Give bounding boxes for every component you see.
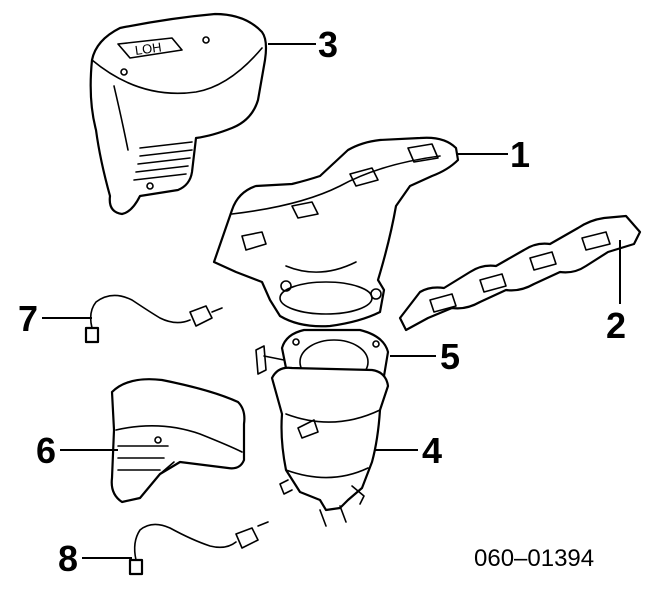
callout-6: 6	[36, 430, 56, 471]
heat-shield-lower	[110, 378, 246, 504]
leader-lines	[42, 43, 621, 559]
heat-shield-upper: LOH	[89, 12, 268, 216]
callout-4: 4	[422, 430, 442, 471]
callout-5: 5	[440, 336, 460, 377]
shield-stamp: LOH	[134, 39, 163, 58]
oxygen-sensor-upper	[84, 294, 223, 344]
oxygen-sensor-lower	[128, 521, 269, 576]
part-code: 060–01394	[474, 545, 594, 572]
callout-2: 2	[606, 305, 626, 346]
callout-1: 1	[510, 134, 530, 175]
callout-8: 8	[58, 538, 78, 579]
callout-7: 7	[18, 298, 38, 339]
exhaust-manifold	[212, 136, 460, 328]
catalytic-converter	[255, 345, 390, 527]
callout-3: 3	[318, 24, 338, 65]
manifold-gasket	[398, 214, 642, 332]
